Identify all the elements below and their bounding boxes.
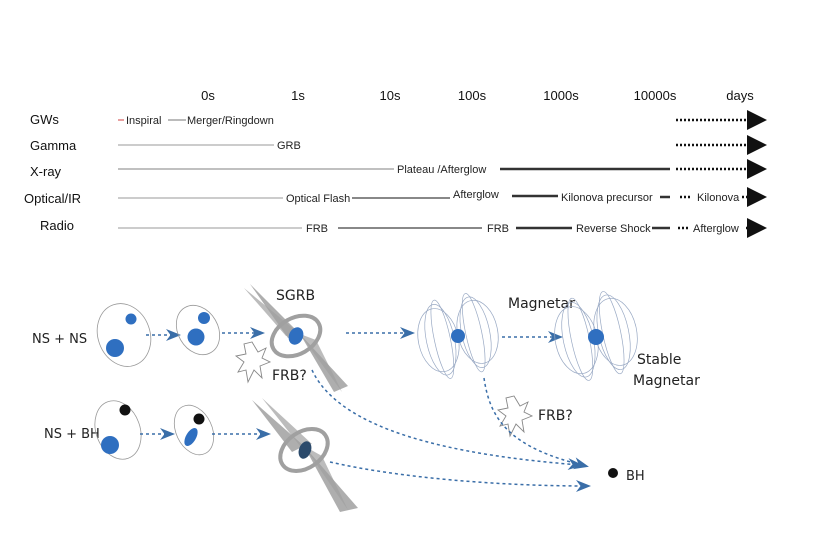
time-label: 1s xyxy=(291,88,305,103)
frb-label-2: FRB? xyxy=(538,408,573,424)
frb-burst-icon xyxy=(496,395,534,438)
band-xray: Plateau /Afterglow xyxy=(118,159,767,179)
time-label: 0s xyxy=(201,88,215,103)
bh-merger xyxy=(252,398,358,512)
ns-ns-label: NS + NS xyxy=(32,332,87,347)
accretion-disk xyxy=(269,313,323,359)
band-label: Kilonova precursor xyxy=(561,192,653,204)
accretion-disk xyxy=(278,427,330,473)
ns-ns-binary-stage2 xyxy=(175,304,221,356)
black-hole xyxy=(119,404,131,416)
ns-bh-label: NS + BH xyxy=(44,427,100,442)
merger-remnant xyxy=(298,441,312,459)
stable-label-line2: Magnetar xyxy=(633,373,700,389)
black-hole xyxy=(193,413,205,425)
bh-label: BH xyxy=(626,469,645,484)
stable-label-line1: Stable xyxy=(637,352,681,368)
ns-bh-binary-stage2 xyxy=(173,404,215,456)
row-label-gws: GWs xyxy=(30,112,59,127)
band-optical: Optical Flash Afterglow Kilonova precurs… xyxy=(118,187,767,207)
final-black-hole xyxy=(608,468,618,478)
magnetar-star xyxy=(451,329,465,343)
band-label: Merger/Ringdown xyxy=(187,115,274,127)
band-label: Reverse Shock xyxy=(576,223,651,235)
neutron-star xyxy=(106,339,124,357)
time-label: days xyxy=(726,88,754,103)
time-label: 100s xyxy=(458,88,487,103)
ns-bh-binary-stage1 xyxy=(94,400,142,460)
band-radio: FRB FRB Reverse Shock Afterglow xyxy=(118,218,767,238)
band-label: FRB xyxy=(487,223,509,235)
band-label: Afterglow xyxy=(693,223,739,235)
band-gws: Inspiral Merger/Ringdown xyxy=(118,110,767,130)
band-label: Plateau /Afterglow xyxy=(397,164,486,176)
band-gamma: GRB xyxy=(118,135,767,155)
band-label: Kilonova xyxy=(697,192,740,204)
band-label: FRB xyxy=(306,223,328,235)
collapse-arrows xyxy=(311,369,591,492)
time-label: 10000s xyxy=(634,88,677,103)
row-label-gamma: Gamma xyxy=(30,138,77,153)
ns-ns-binary-stage1 xyxy=(96,303,152,367)
time-axis: 0s 1s 10s 100s 1000s 10000s days xyxy=(201,88,754,103)
band-label: GRB xyxy=(277,140,301,152)
row-label-optical: Optical/IR xyxy=(24,191,81,206)
time-label: 10s xyxy=(380,88,401,103)
band-label: Optical Flash xyxy=(286,193,350,205)
merger-remnant xyxy=(288,327,304,345)
neutron-star xyxy=(187,328,205,346)
row-label-radio: Radio xyxy=(40,218,74,233)
row-label-xray: X-ray xyxy=(30,164,62,179)
neutron-star xyxy=(184,427,198,447)
row-labels: GWs Gamma X-ray Optical/IR Radio xyxy=(24,112,81,233)
sgrb-label: SGRB xyxy=(276,288,315,304)
jet xyxy=(252,400,304,452)
frb-burst-icon xyxy=(234,341,272,384)
stable-magnetar-star xyxy=(588,329,604,345)
sgrb-merger xyxy=(244,284,348,392)
neutron-star xyxy=(198,312,210,324)
neutron-star xyxy=(101,436,119,454)
frb-label-1: FRB? xyxy=(272,368,307,384)
neutron-star xyxy=(125,313,137,325)
magnetar-label: Magnetar xyxy=(508,296,575,312)
band-label: Inspiral xyxy=(126,115,161,127)
time-label: 1000s xyxy=(543,88,579,103)
band-label: Afterglow xyxy=(453,189,499,201)
